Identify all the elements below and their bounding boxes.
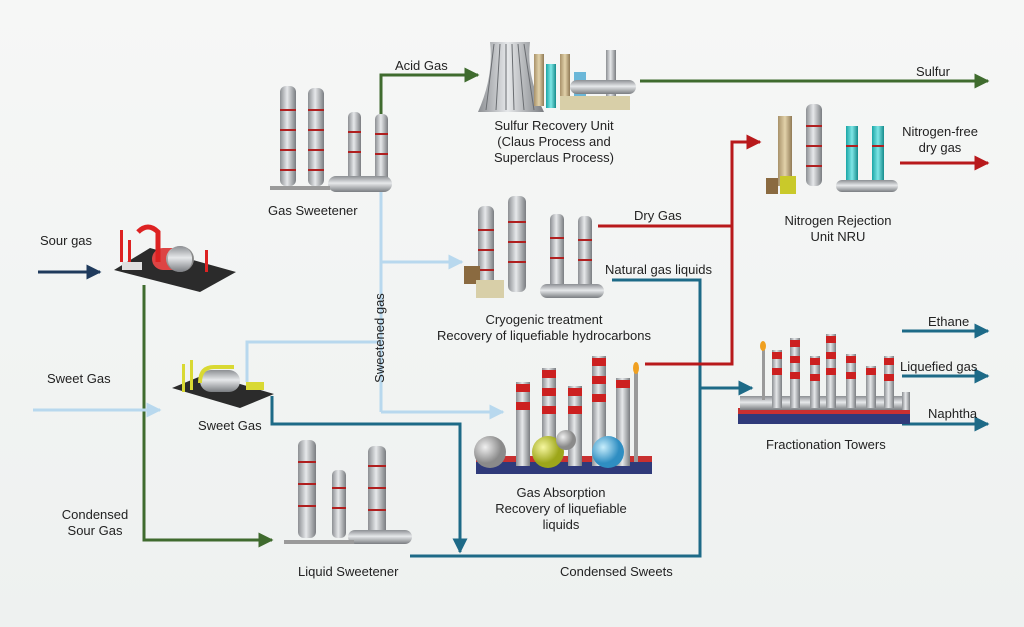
sulfur-recovery-line-3: Superclaus Process) [494,150,614,165]
liquefied-gas-label: Liquefied gas [900,359,978,374]
fractionation-towers-icon [738,334,910,424]
nitrogen-free-line-2: dry gas [918,140,962,155]
sweet-gas-in-label: Sweet Gas [47,371,111,386]
sour-gas-separator-icon [114,224,236,292]
nitrogen-rejection-line-2: Unit NRU [810,229,866,244]
sulfur-recovery-unit-icon [478,42,636,112]
cryogenic-label: Cryogenic treatment Recovery of liquefia… [414,312,674,344]
sweet-gas-to-absorption-line [270,396,468,554]
ethane-label: Ethane [928,314,970,329]
gas-sweetener-icon [270,86,392,192]
nitrogen-rejection-unit-icon [766,104,898,194]
sour-gas-to-sweetener-line [142,285,274,548]
sulfur-recovery-line-2: (Claus Process and [497,134,611,149]
sulfur-label: Sulfur [916,64,950,79]
dry-gas-label: Dry Gas [634,208,682,223]
cryogenic-unit-icon [464,196,604,298]
acid-gas-label: Acid Gas [395,58,448,73]
gas-absorption-line-2: Recovery of liquefiable [495,501,627,516]
sulfur-recovery-line-1: Sulfur Recovery Unit [494,118,614,133]
cryogenic-line-2: Recovery of liquefiable hydrocarbons [437,328,651,343]
condensed-sour-gas-line-1: Condensed [61,507,129,522]
fractionation-label: Fractionation Towers [766,437,886,452]
gas-sweetener-label: Gas Sweetener [268,203,358,218]
sweet-gas-unit-icon [172,360,274,408]
condensed-sweets-line [410,278,702,558]
nitrogen-rejection-label: Nitrogen Rejection Unit NRU [768,213,908,245]
sweet-gas-unit-up-line [245,340,381,382]
naphtha-label: Naphtha [928,406,978,421]
condensed-sour-gas-line-2: Sour Gas [67,523,123,538]
natural-gas-liquids-label: Natural gas liquids [605,262,712,277]
condensed-sweets-label: Condensed Sweets [560,564,673,579]
absorption-to-nru-line [645,226,734,366]
gas-absorption-line-1: Gas Absorption [516,485,606,500]
gas-absorption-line-3: liquids [542,517,580,532]
acid-gas-line [379,67,480,118]
sulfur-recovery-label: Sulfur Recovery Unit (Claus Process and … [474,118,634,166]
nitrogen-free-line-1: Nitrogen-free [902,124,978,139]
sweetened-gas-label: Sweetened gas [371,293,387,383]
nitrogen-rejection-line-1: Nitrogen Rejection [784,213,892,228]
gas-absorption-unit-icon [474,356,652,474]
condensed-sour-gas-label: Condensed Sour Gas [52,507,138,539]
sour-gas-label: Sour gas [40,233,93,248]
sweet-gas-unit-label: Sweet Gas [198,418,262,433]
liquid-sweetener-label: Liquid Sweetener [298,564,399,579]
flow-lines [33,67,990,558]
gas-absorption-label: Gas Absorption Recovery of liquefiable l… [486,485,636,533]
cryogenic-line-1: Cryogenic treatment [485,312,603,327]
dry-gas-line [598,134,762,228]
liquid-sweetener-icon [284,440,412,544]
nitrogen-free-label: Nitrogen-free dry gas [892,124,988,156]
